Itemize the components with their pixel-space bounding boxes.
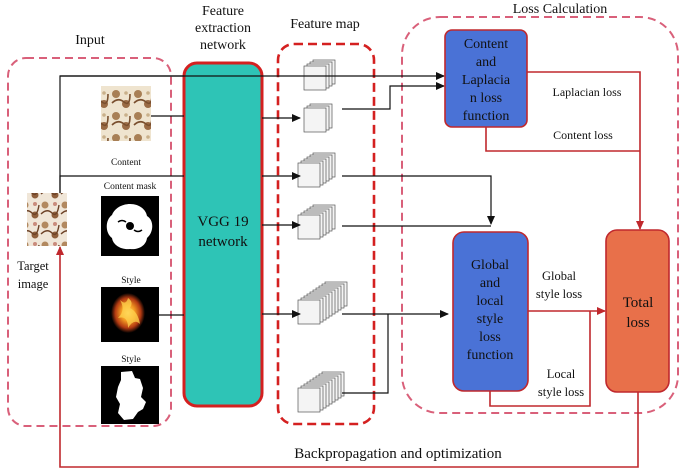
content-image: [101, 86, 151, 141]
vgg19-network-box: [182, 61, 264, 408]
content-laplacian-label-2: and: [476, 55, 496, 70]
content-laplacian-label-3: Laplacia: [462, 73, 511, 88]
input-section-frame: [7, 57, 172, 427]
content-laplacian-label-4: n loss: [470, 91, 502, 106]
feature-map-stacks: [297, 59, 348, 413]
target-image-label-2: image: [18, 277, 49, 291]
target-image-label-1: Target: [17, 259, 49, 273]
global-style-loss-label-2: style loss: [536, 287, 582, 301]
section-title-feature-extraction-3: network: [200, 38, 246, 53]
content-laplacian-label-1: Content: [464, 37, 508, 52]
laplacian-loss-label: Laplacian loss: [553, 85, 622, 99]
feature-map-layer: [297, 387, 321, 413]
section-title-loss-calculation: Loss Calculation: [513, 2, 608, 17]
content-mask-image: [101, 196, 159, 256]
style-loss-label-6: function: [467, 348, 514, 363]
feature-map-layer: [303, 65, 327, 91]
connector-target-mid: [59, 175, 184, 193]
feature-map-section-frame: [276, 42, 376, 426]
style-image-2-label: Style: [121, 355, 141, 365]
local-style-loss-label-2: style loss: [538, 385, 584, 399]
section-title-input: Input: [75, 33, 105, 48]
style-image-silhouette: [101, 366, 159, 424]
section-title-feature-extraction-1: Feature: [202, 4, 244, 19]
content-mask-label: Content mask: [104, 182, 157, 192]
arrow-fm2-to-style-loss: [342, 175, 495, 225]
arrow-backpropagation: [56, 246, 639, 468]
arrow-fm5-to-style-loss: [342, 314, 389, 394]
arrow-laplacian-loss: [527, 71, 644, 230]
feature-map-layer: [297, 214, 321, 240]
total-loss-label-1: Total: [623, 295, 654, 311]
style-image-fire: [101, 287, 159, 342]
style-loss-label-4: style: [477, 312, 503, 327]
total-loss-box: [605, 229, 670, 393]
feature-map-layer: [297, 162, 321, 188]
arrow-local-style-loss: [489, 311, 591, 407]
style-loss-label-1: Global: [471, 258, 509, 273]
backpropagation-label: Backpropagation and optimization: [294, 446, 502, 462]
feature-map-layer: [297, 299, 321, 325]
total-loss-label-2: loss: [626, 315, 650, 331]
style-loss-label-2: and: [480, 276, 500, 291]
style-loss-label-5: loss: [479, 330, 501, 345]
vgg19-label-1: VGG 19: [197, 214, 248, 230]
vgg19-label-2: network: [198, 234, 248, 250]
content-laplacian-label-5: function: [463, 109, 510, 124]
global-style-loss-label-1: Global: [542, 269, 577, 283]
arrow-content-loss: [485, 127, 640, 152]
section-title-feature-extraction-2: extraction: [195, 21, 251, 36]
arrow-fm1-to-content-loss: [342, 82, 445, 110]
feature-map-layer: [303, 107, 327, 133]
content-loss-label: Content loss: [553, 128, 613, 142]
style-loss-label-3: local: [476, 294, 503, 309]
local-style-loss-label-1: Local: [547, 367, 576, 381]
loss-section-frame: [401, 16, 679, 414]
target-image: [27, 193, 67, 246]
content-image-label: Content: [111, 158, 141, 168]
section-title-feature-map: Feature map: [290, 17, 360, 32]
style-image-1-label: Style: [121, 276, 141, 286]
